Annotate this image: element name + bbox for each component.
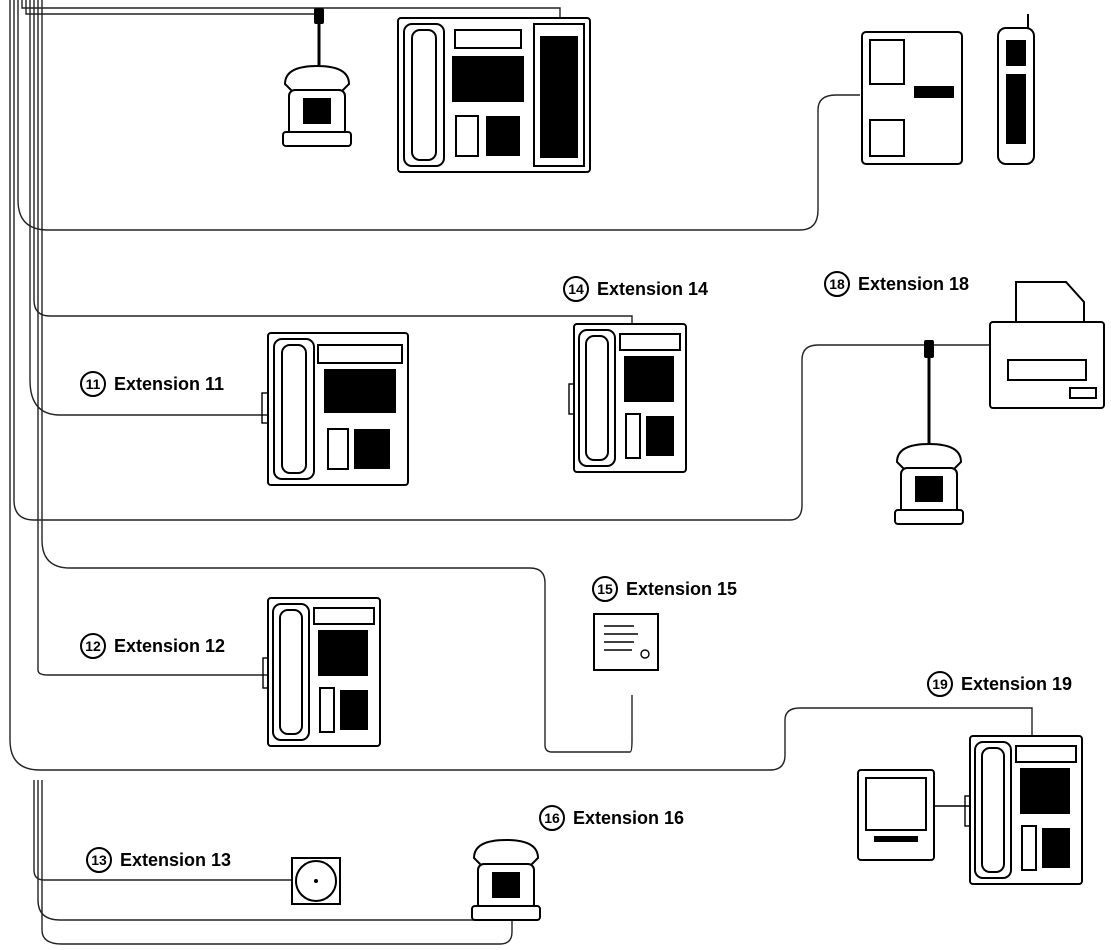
label-extension-18: 18 Extension 18 bbox=[824, 271, 969, 297]
extension-number-badge: 18 bbox=[824, 271, 850, 297]
extension-label-text: Extension 12 bbox=[114, 635, 226, 656]
label-extension-15: 15 Extension 15 bbox=[592, 576, 737, 602]
label-extension-11: 11 Extension 11 bbox=[80, 371, 224, 397]
extension-number-badge: 13 bbox=[86, 847, 112, 873]
extension-label-text: Extension 11 bbox=[114, 373, 225, 394]
answering-machine-base bbox=[861, 31, 963, 165]
extension-label-text: Extension 14 bbox=[597, 278, 709, 299]
extension-18-fax bbox=[989, 281, 1105, 409]
extension-12-phone bbox=[262, 597, 381, 747]
extension-number-badge: 14 bbox=[563, 276, 589, 302]
wall-phone-top bbox=[282, 8, 352, 147]
extension-number-badge: 12 bbox=[80, 633, 106, 659]
label-extension-16: 16 Extension 16 bbox=[539, 805, 684, 831]
console-phone-top bbox=[397, 17, 591, 173]
label-extension-19: 19 Extension 19 bbox=[927, 671, 1072, 697]
extension-label-text: Extension 18 bbox=[858, 273, 970, 294]
extension-label-text: Extension 13 bbox=[120, 849, 232, 870]
extension-label-text: Extension 19 bbox=[961, 673, 1073, 694]
label-extension-14: 14 Extension 14 bbox=[563, 276, 708, 302]
extension-label-text: Extension 16 bbox=[573, 807, 685, 828]
label-extension-12: 12 Extension 12 bbox=[80, 633, 225, 659]
cable-bundle bbox=[9, 0, 1033, 945]
extension-15-speaker bbox=[593, 613, 659, 671]
label-extension-13: 13 Extension 13 bbox=[86, 847, 231, 873]
cordless-handset bbox=[997, 14, 1035, 165]
extension-11-phone bbox=[261, 332, 409, 486]
extension-16-phone bbox=[471, 839, 541, 921]
extension-label-text: Extension 15 bbox=[626, 578, 738, 599]
extension-13-bell bbox=[291, 857, 341, 905]
extension-number-badge: 11 bbox=[80, 371, 106, 397]
extension-19-phone bbox=[964, 735, 1083, 885]
extension-number-badge: 15 bbox=[592, 576, 618, 602]
extension-number-badge: 19 bbox=[927, 671, 953, 697]
extension-14-phone bbox=[568, 323, 687, 473]
extension-18-phone bbox=[894, 340, 964, 525]
extension-19-terminal bbox=[857, 769, 970, 861]
extension-number-badge: 16 bbox=[539, 805, 565, 831]
